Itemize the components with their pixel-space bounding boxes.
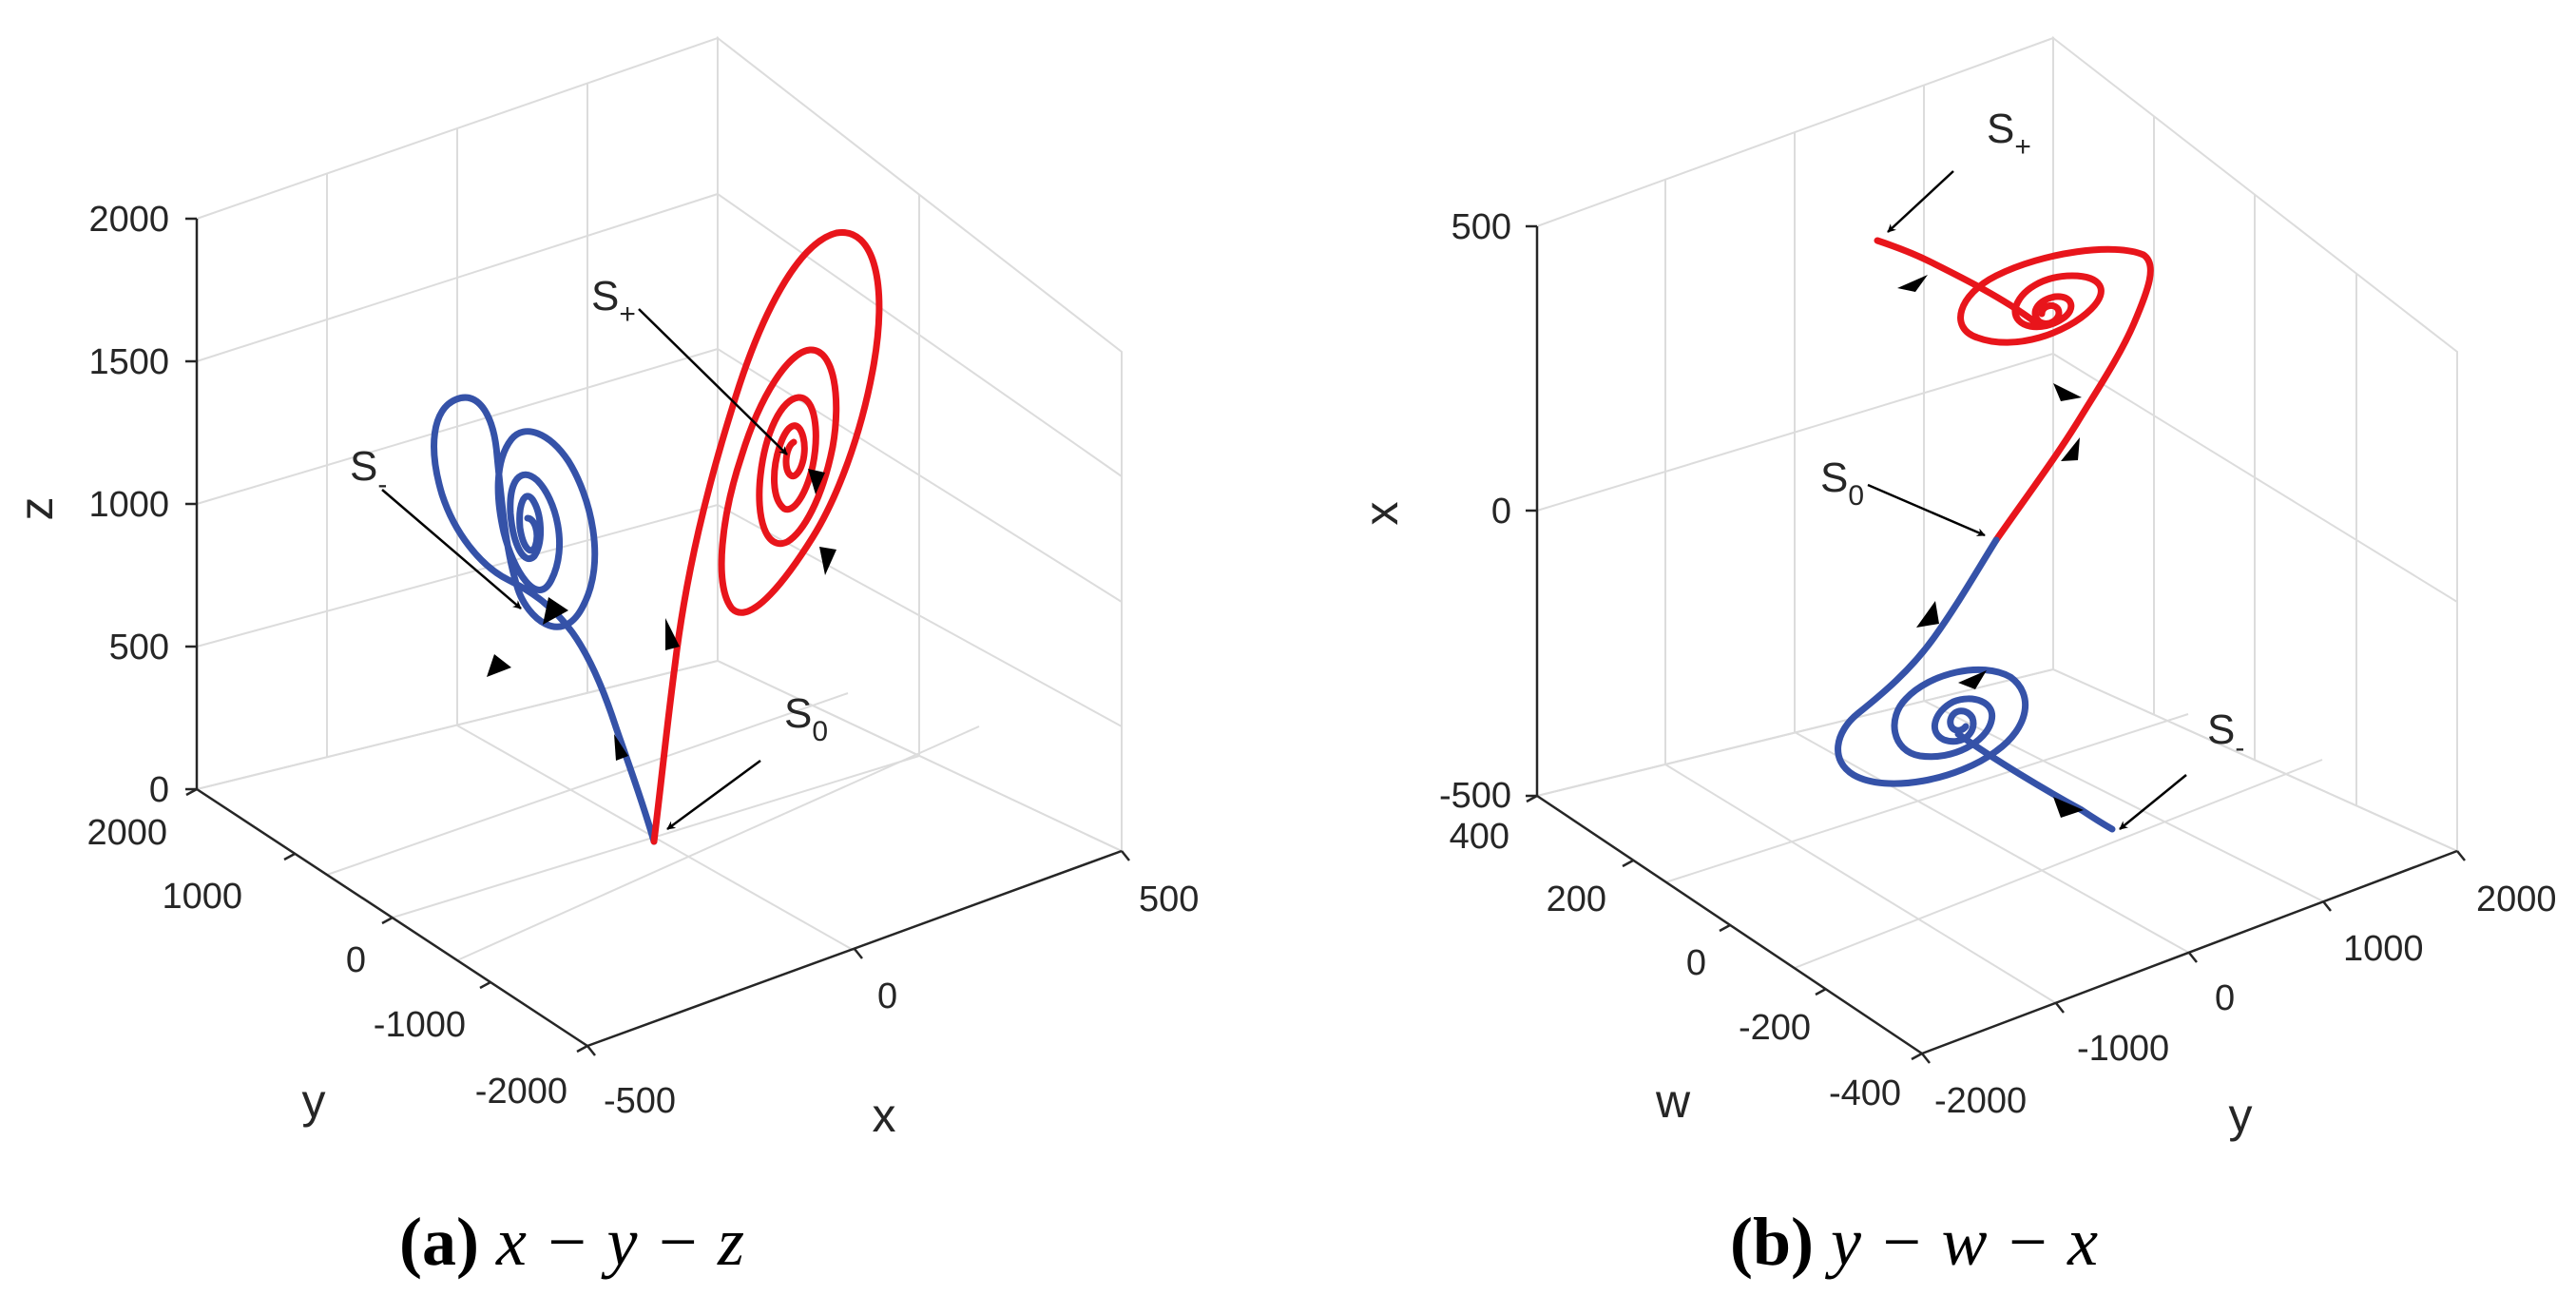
panel-b-annotation-s-minus: S- (2207, 706, 2244, 764)
panel-b-x-ticks: -2000 -1000 0 1000 2000 (1934, 880, 2557, 1121)
panel-b-y-label: w (1655, 1074, 1691, 1128)
panel-a-series-blue (431, 394, 658, 845)
panel-a-series-red (650, 229, 883, 845)
panel-b-flow-arrow-6 (2053, 797, 2084, 818)
panel-b-flow-arrow-2 (2053, 383, 2082, 401)
panel-a-y-ticks: 2000 1000 0 -1000 -2000 (87, 813, 567, 1112)
panel-a-x-tick-2: 500 (1139, 880, 1199, 919)
panel-b-flow-arrow-5 (1958, 670, 1987, 689)
panel-a-caption-label: (a) (399, 1204, 479, 1280)
panel-a-axes (185, 217, 1130, 1056)
panel-a-flow-arrow-5 (819, 547, 836, 575)
panel-a-x-ticks: -500 0 500 (604, 880, 1199, 1121)
panel-a-z-label: z (10, 497, 63, 521)
panel-a-z-tick-4: 2000 (88, 200, 169, 240)
panel-b-x-tick-2: 0 (2215, 978, 2235, 1018)
panel-a-grid (194, 35, 1125, 1048)
panel-a-y-tick-0: 2000 (87, 813, 167, 853)
panel-a-z-tick-3: 1500 (88, 342, 169, 382)
panel-b-x-tick-4: 2000 (2476, 880, 2557, 919)
panel-a-flow-arrows (487, 469, 836, 761)
panel-b-y-tick-2: 0 (1686, 943, 1706, 983)
panel-b-series-blue (1835, 536, 2116, 833)
panel-b-grid (1534, 35, 2460, 1055)
panel-a-flow-arrow-6 (808, 469, 825, 494)
panel-a-flow-arrow-4 (543, 597, 568, 625)
panel-b-x-tick-1: -1000 (2077, 1029, 2169, 1069)
panel-a-x-tick-0: -500 (604, 1081, 676, 1121)
panel-b-ywx-plot: -500 0 500 400 200 0 -200 -400 -2000 -10… (1355, 35, 2557, 1142)
panel-b-z-tick-1: 0 (1491, 492, 1511, 532)
panel-b-annotations: S+ S0 S- (1820, 106, 2244, 830)
panel-a-flow-arrow-2 (665, 618, 680, 650)
panel-b-y-tick-0: 400 (1450, 817, 1509, 857)
panel-b-x-tick-3: 1000 (2343, 929, 2424, 969)
panel-b-axes (1526, 224, 2466, 1064)
panel-b-caption: (b) y − w − x (1730, 1203, 2098, 1282)
panel-b-x-label: y (2229, 1089, 2253, 1142)
panel-b-trajectories (1835, 237, 2154, 833)
panel-a-caption-math: x − y − z (495, 1204, 745, 1280)
panel-b-annotation-s-plus: S+ (1987, 106, 2031, 163)
panel-b-x-tick-0: -2000 (1934, 1081, 2027, 1121)
panel-a-z-ticks: 0 500 1000 1500 2000 (88, 200, 169, 810)
panel-a-flow-arrow-3 (487, 654, 511, 677)
panel-b-flow-arrow-1 (1897, 275, 1928, 292)
panel-a-x-tick-1: 0 (877, 977, 897, 1016)
panel-b-z-label: x (1355, 502, 1408, 526)
panel-b-y-ticks: 400 200 0 -200 -400 (1450, 817, 1901, 1113)
panel-b-y-tick-4: -400 (1829, 1073, 1901, 1113)
panel-a-y-tick-4: -2000 (475, 1072, 567, 1112)
panel-a-y-label: y (302, 1074, 326, 1128)
panel-b-z-tick-0: -500 (1439, 776, 1511, 816)
panel-a-y-tick-1: 1000 (162, 877, 242, 917)
panel-a-y-tick-2: 0 (346, 940, 366, 980)
panel-b-annotation-s-zero: S0 (1820, 454, 1864, 512)
panel-a-flow-arrow-1 (614, 734, 628, 761)
panel-b-z-tick-2: 500 (1451, 207, 1511, 247)
panel-b-z-ticks: -500 0 500 (1439, 207, 1511, 816)
panel-a-y-tick-3: -1000 (374, 1005, 466, 1045)
panel-b-flow-arrows (1897, 275, 2084, 818)
panel-b-flow-arrow-4 (1916, 601, 1939, 628)
panel-a-z-tick-0: 0 (149, 770, 169, 810)
panel-a-trajectories (431, 229, 883, 845)
panel-b-caption-math: y − w − x (1831, 1204, 2099, 1280)
panel-b-caption-label: (b) (1730, 1204, 1814, 1280)
panel-a-annotation-s-plus: S+ (591, 273, 636, 330)
panel-a-caption: (a) x − y − z (399, 1203, 744, 1282)
panel-b-flow-arrow-3 (2061, 437, 2080, 461)
panel-a-xyz-plot: 0 500 1000 1500 2000 2000 1000 0 -1000 -… (10, 35, 1199, 1142)
panel-a-annotation-s-minus: S- (350, 443, 387, 500)
panel-b-series-red (1874, 237, 2154, 544)
panel-b-y-tick-3: -200 (1739, 1008, 1811, 1048)
panel-a-z-tick-1: 500 (109, 628, 169, 667)
panel-a-x-label: x (873, 1089, 896, 1142)
panel-a-annotation-s-zero: S0 (784, 690, 828, 747)
panel-a-annotations: S+ S- S0 (350, 273, 828, 831)
panel-a-z-tick-2: 1000 (88, 485, 169, 525)
panel-b-y-tick-1: 200 (1547, 880, 1606, 919)
